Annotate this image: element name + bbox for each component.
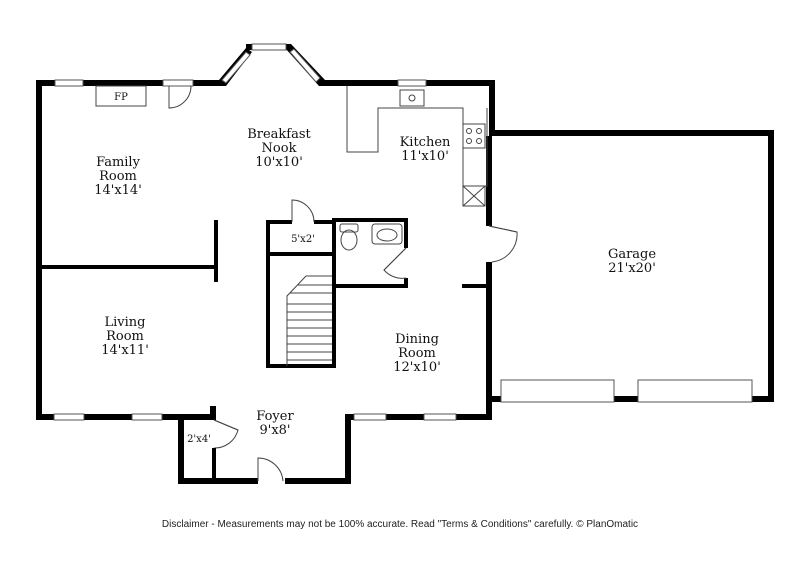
svg-text:Nook: Nook	[262, 141, 297, 156]
breakfast-nook-label: Breakfast Nook 10'x10'	[247, 127, 311, 170]
svg-text:14'x11': 14'x11'	[101, 343, 149, 358]
fireplace	[95, 85, 147, 107]
svg-text:Family: Family	[96, 155, 141, 170]
interior-walls	[36, 218, 490, 368]
svg-text:Breakfast: Breakfast	[247, 127, 311, 142]
svg-text:9'x8': 9'x8'	[259, 423, 290, 438]
svg-text:Room: Room	[398, 346, 436, 361]
family-room-label: Family Room 14'x14'	[94, 155, 142, 198]
svg-text:14'x14': 14'x14'	[94, 183, 142, 198]
doors	[168, 85, 518, 484]
disclaimer-text: Disclaimer - Measurements may not be 100…	[161, 519, 639, 530]
svg-text:Kitchen: Kitchen	[400, 135, 451, 150]
svg-text:10'x10': 10'x10'	[255, 155, 303, 170]
svg-text:Room: Room	[99, 169, 137, 184]
svg-text:12'x10': 12'x10'	[393, 360, 441, 375]
svg-text:Room: Room	[106, 329, 144, 344]
garage-label: Garage 21'x20'	[608, 247, 656, 276]
kitchen-label: Kitchen 11'x10'	[400, 135, 451, 164]
dining-room-label: Dining Room 12'x10'	[393, 332, 441, 375]
svg-text:Dining: Dining	[395, 332, 439, 347]
windows	[53, 43, 753, 421]
svg-text:Living: Living	[105, 315, 146, 330]
closet-5x2-label: 5'x2'	[291, 234, 315, 245]
svg-text:11'x10': 11'x10'	[401, 149, 449, 164]
svg-text:Garage: Garage	[608, 247, 656, 262]
foyer-label: Foyer 9'x8'	[256, 409, 294, 438]
fireplace-label: FP	[114, 92, 128, 103]
staircase	[286, 275, 332, 366]
svg-text:21'x20': 21'x20'	[608, 261, 656, 276]
living-room-label: Living Room 14'x11'	[101, 315, 149, 358]
svg-text:Foyer: Foyer	[256, 409, 294, 424]
closet-2x4-label: 2'x4'	[187, 434, 211, 445]
kitchen-fixtures	[346, 86, 488, 207]
bathroom-fixtures	[339, 223, 403, 251]
